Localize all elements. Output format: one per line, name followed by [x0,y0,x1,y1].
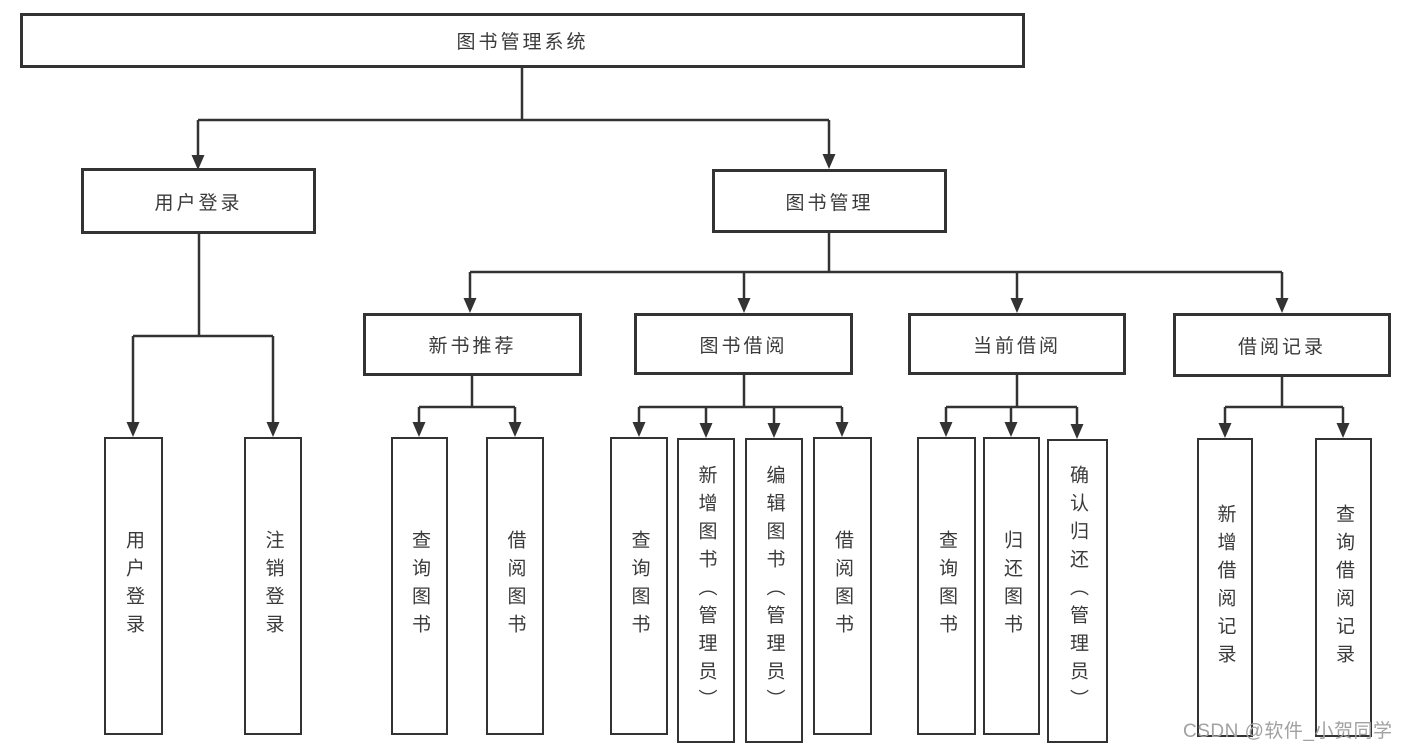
node-label: 图书管理 [785,192,874,214]
leaf-label: 新增借阅记录 [1214,503,1236,672]
csdn-watermark: CSDN @软件_小贺同学 [1183,721,1393,742]
leaf-edit-books-admin: 编辑图书（管理员） [745,438,803,743]
leaf-label: 查询图书 [628,530,650,642]
node-book-management: 图书管理 [712,169,947,233]
node-label: 借阅记录 [1237,336,1326,358]
leaf-logout: 注销登录 [244,437,302,735]
leaf-label: 新增图书（管理员） [695,464,717,717]
leaf-label: 借阅图书 [504,530,526,642]
node-book-borrowing: 图书借阅 [634,313,853,375]
node-borrowing-records: 借阅记录 [1173,313,1391,377]
node-new-book-recommendation: 新书推荐 [363,313,582,376]
leaf-label: 查询图书 [936,530,957,642]
node-label: 图书借阅 [699,335,788,357]
node-user-login: 用户登录 [81,168,316,234]
leaf-label: 用户登录 [123,530,144,642]
node-label: 当前借阅 [972,335,1061,357]
leaf-query-books-borrow: 查询图书 [610,437,668,735]
leaf-label: 编辑图书（管理员） [763,464,785,717]
leaf-add-books-admin: 新增图书（管理员） [677,438,735,743]
node-label: 图书管理系统 [456,32,589,53]
leaf-query-books-current: 查询图书 [917,437,976,735]
tree-edges [131,68,1345,426]
node-label: 新书推荐 [428,336,517,357]
node-label: 用户登录 [154,192,243,214]
leaf-return-books: 归还图书 [983,437,1040,735]
leaf-borrow-books: 借阅图书 [813,437,872,735]
leaf-query-books-recommend: 查询图书 [391,437,448,735]
node-library-management-system: 图书管理系统 [20,13,1025,68]
leaf-label: 查询借阅记录 [1333,503,1354,672]
leaf-user-login: 用户登录 [104,437,163,735]
leaf-label: 查询图书 [409,530,430,642]
leaf-confirm-return-admin: 确认归还（管理员） [1047,439,1108,743]
leaf-label: 归还图书 [1001,530,1022,642]
leaf-label: 确认归还（管理员） [1067,465,1088,717]
leaf-borrow-books-recommend: 借阅图书 [486,437,544,735]
leaf-query-borrow-record: 查询借阅记录 [1315,438,1372,737]
leaf-label: 借阅图书 [832,530,853,642]
leaf-label: 注销登录 [262,530,284,642]
leaf-add-borrow-record: 新增借阅记录 [1197,438,1253,737]
node-current-borrowing: 当前借阅 [908,313,1126,375]
